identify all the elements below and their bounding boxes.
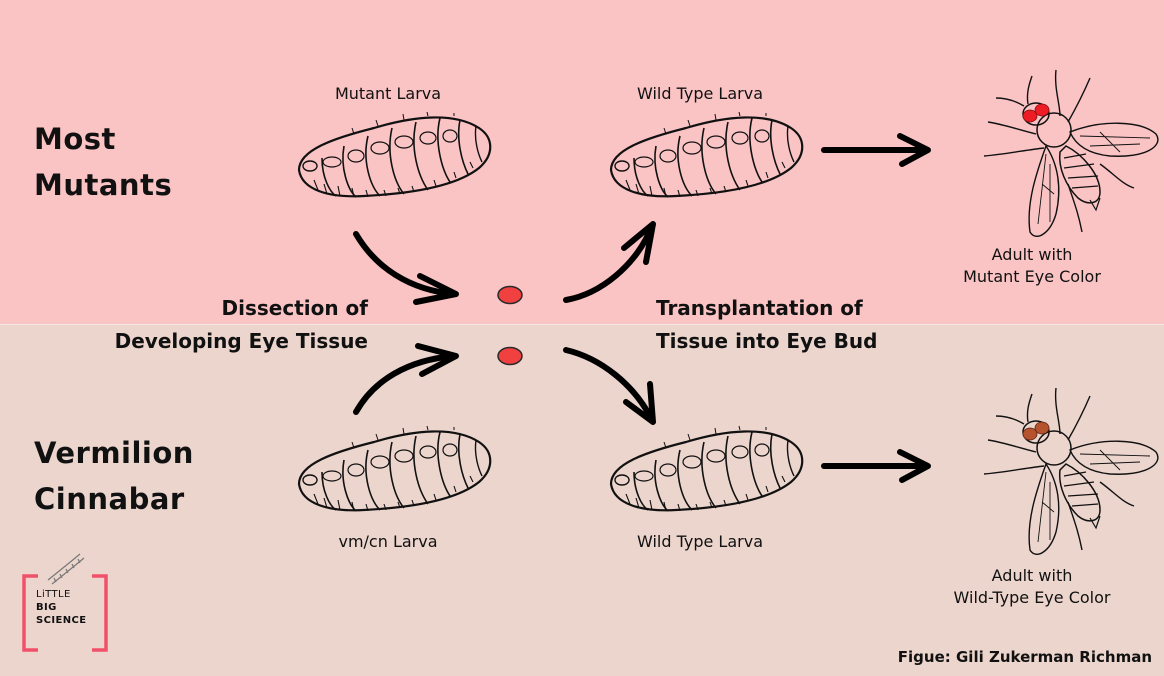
fly-eye-right — [1034, 421, 1050, 435]
fly-eye-left — [1022, 109, 1038, 123]
fly-eye-right — [1034, 103, 1050, 117]
dissection-label-line: Developing Eye Tissue — [114, 329, 368, 353]
adult-label-line: Adult with — [991, 566, 1073, 585]
logo-brackets — [22, 553, 108, 652]
little-big-science-logo: LiTTLE BIG SCIENCE — [22, 550, 108, 654]
arrow-dissect-top-head — [413, 273, 459, 305]
dna-icon — [47, 553, 85, 585]
adult-fly-mutant-eyes — [983, 69, 1159, 238]
mutant-larva-label: Mutant Larva — [334, 84, 442, 103]
vm-cn-larva-label: vm/cn Larva — [338, 532, 438, 551]
wild-type-larva-label-top: Wild Type Larva — [636, 84, 763, 103]
fly-eye-left — [1022, 427, 1038, 441]
row-title-vermilion-cinnabar: Vermilion Cinnabar — [34, 430, 194, 522]
adult-label-line: Mutant Eye Color — [963, 267, 1101, 286]
figure-credit: Figue: Gili Zukerman Richman — [897, 648, 1152, 666]
arrow-transplant-top — [563, 223, 655, 303]
arrow-develop-bottom-head — [897, 449, 931, 483]
tissue-dot-mutant — [497, 285, 523, 305]
logo-text-big: BIG — [36, 602, 57, 613]
bottom-row-panel — [0, 325, 1164, 676]
adult-label-line: Adult with — [991, 245, 1073, 264]
adult-mutant-label: Adult with Mutant Eye Color — [932, 244, 1132, 288]
arrow-develop-top-head — [897, 133, 931, 167]
transplantation-label-line: Transplantation of — [656, 296, 863, 320]
adult-wild-type-label: Adult with Wild-Type Eye Color — [932, 565, 1132, 609]
row-title-line: Mutants — [34, 168, 173, 202]
transplantation-label: Transplantation of Tissue into Eye Bud — [656, 292, 877, 358]
logo-text-science: SCIENCE — [36, 615, 87, 626]
row-title-most-mutants: Most Mutants — [34, 116, 172, 208]
arrow-transplant-top-head — [621, 221, 656, 265]
arrow-transplant-bottom-head — [623, 381, 656, 425]
tissue-dot-vm-cn — [497, 346, 523, 366]
row-title-line: Most — [34, 122, 116, 156]
row-title-line: Cinnabar — [34, 482, 185, 516]
dissection-label-line: Dissection of — [221, 296, 368, 320]
arrow-dissect-bottom-head — [415, 343, 459, 377]
top-row-panel — [0, 0, 1164, 324]
adult-label-line: Wild-Type Eye Color — [953, 588, 1111, 607]
row-title-line: Vermilion — [34, 436, 194, 470]
wild-type-larva-label-bottom: Wild Type Larva — [636, 532, 763, 551]
dissection-label: Dissection of Developing Eye Tissue — [115, 292, 368, 358]
row-divider — [0, 324, 1164, 325]
arrow-dissect-top — [353, 231, 457, 297]
arrow-transplant-bottom — [563, 347, 655, 423]
adult-fly-wild-type-eyes — [983, 387, 1159, 556]
transplantation-label-line: Tissue into Eye Bud — [656, 329, 878, 353]
logo-text-little: LiTTLE — [36, 589, 71, 600]
arrow-dissect-bottom — [353, 353, 457, 415]
